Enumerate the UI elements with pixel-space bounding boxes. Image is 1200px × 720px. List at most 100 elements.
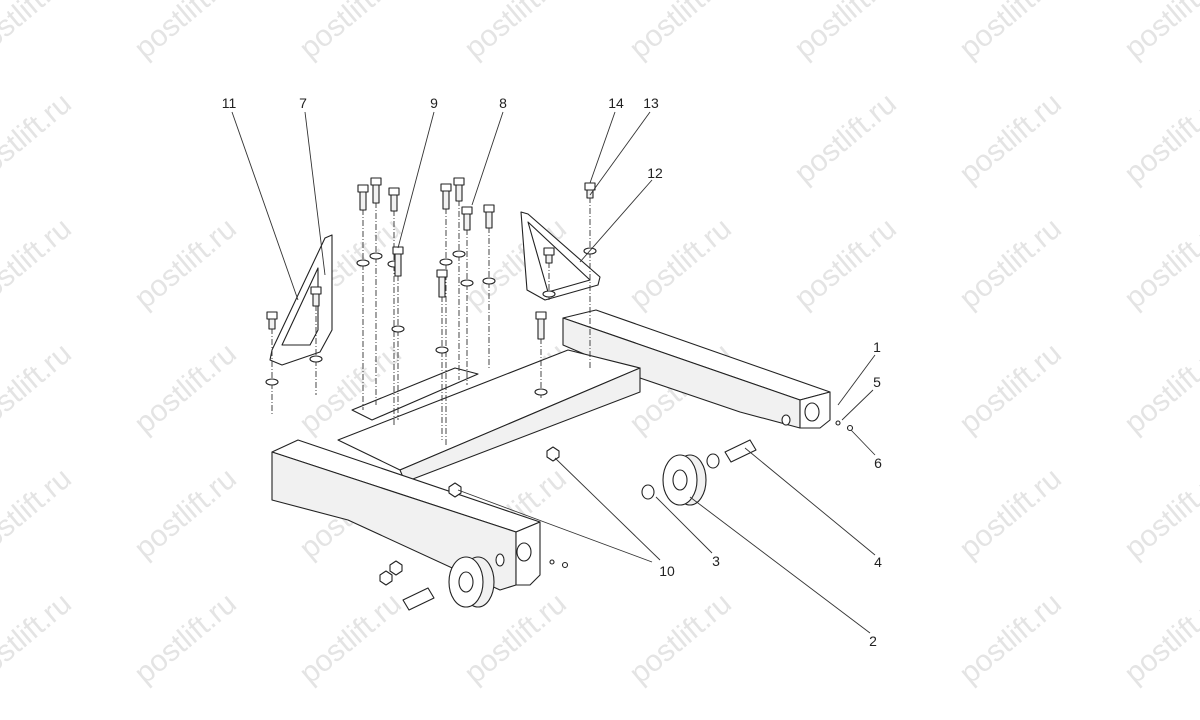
bushing-right (706, 453, 720, 469)
watermark-text: postlift.ru (788, 212, 902, 316)
bolt-shank (394, 253, 402, 277)
bolt-head-icon (453, 177, 465, 186)
callout-13: 13 (643, 95, 659, 111)
watermark-text: postlift.ru (128, 337, 242, 441)
bolt-head-icon (388, 187, 400, 196)
nut-left (561, 561, 569, 569)
nut-6 (846, 424, 854, 432)
watermark-text: postlift.ru (458, 0, 572, 65)
bolt-head-icon (357, 184, 369, 193)
bolt-head-icon (370, 177, 382, 186)
bolt-shank (268, 318, 276, 330)
watermark-text: postlift.ru (1118, 587, 1200, 691)
bolt-shank (545, 254, 553, 264)
bolt-head-icon (535, 311, 547, 320)
frame-assembly (271, 309, 831, 591)
washer (309, 355, 323, 363)
bolt-head-icon (310, 286, 322, 295)
nut-left-a (379, 570, 393, 586)
bolt-head-icon (461, 206, 473, 215)
bolt-head-icon (392, 246, 404, 255)
pin-left (549, 559, 555, 565)
axle-4 (724, 439, 757, 463)
watermark-text: postlift.ru (0, 0, 78, 65)
washer (482, 277, 496, 285)
bolt-shank (455, 184, 463, 202)
watermark-text: postlift.ru (953, 337, 1067, 441)
watermark-text: postlift.ru (623, 0, 737, 65)
callout-9: 9 (430, 95, 438, 111)
bolt-shank (463, 213, 471, 231)
callouts: 11 7 9 8 14 13 12 1 5 6 4 3 10 2 (222, 95, 882, 649)
bolt-head-icon (483, 204, 495, 213)
watermark-text: postlift.ru (953, 212, 1067, 316)
bolt-shank (312, 293, 320, 307)
bracket-right-cutout (527, 221, 591, 293)
callout-14: 14 (608, 95, 624, 111)
bolt-shank (442, 190, 450, 210)
nut-10b (448, 482, 462, 498)
watermark-text: postlift.ru (953, 87, 1067, 191)
brackets (269, 211, 601, 366)
bolt-shank (485, 211, 493, 229)
watermark-text: postlift.ru (293, 0, 407, 65)
watermark-text: postlift.ru (1118, 212, 1200, 316)
washer (369, 252, 383, 260)
bolt-head-icon (584, 182, 596, 191)
right-arm-hole (781, 414, 791, 426)
watermark-text: postlift.ru (0, 587, 78, 691)
watermark-text: postlift.ru (1118, 0, 1200, 65)
left-arm-hole (495, 553, 505, 567)
washer (534, 388, 548, 396)
watermark-text: postlift.ru (128, 212, 242, 316)
watermark-text: postlift.ru (128, 462, 242, 566)
callout-7: 7 (299, 95, 307, 111)
watermark-text: postlift.ru (0, 337, 78, 441)
pin-5 (835, 420, 841, 426)
bushing-3 (641, 484, 655, 500)
watermark-text: postlift.ru (0, 462, 78, 566)
watermark-text: postlift.ru (0, 87, 78, 191)
callout-8: 8 (499, 95, 507, 111)
wheels (379, 420, 854, 611)
callout-4: 4 (874, 554, 882, 570)
watermark-text: postlift.ru (1118, 462, 1200, 566)
watermark-text: postlift.ru (293, 587, 407, 691)
callout-1: 1 (873, 339, 881, 355)
leader-lines (231, 111, 876, 634)
fasteners (265, 177, 597, 445)
watermark-text: postlift.ru (953, 462, 1067, 566)
bolt-shank (359, 191, 367, 211)
callout-2: 2 (869, 633, 877, 649)
watermark-text: postlift.ru (1118, 87, 1200, 191)
washer (452, 250, 466, 258)
watermark-text: postlift.ru (128, 0, 242, 65)
nut-left-b (389, 560, 403, 576)
watermark-text: postlift.ru (953, 587, 1067, 691)
bolt-head-icon (436, 269, 448, 278)
bolt-head-icon (543, 247, 555, 256)
washer (435, 346, 449, 354)
bolt-head-icon (266, 311, 278, 320)
watermark-text: postlift.ru (623, 587, 737, 691)
bolt-shank (586, 189, 594, 199)
watermark-text: postlift.ru (1118, 337, 1200, 441)
callout-10: 10 (659, 563, 675, 579)
callout-6: 6 (874, 455, 882, 471)
watermark-text: postlift.ru (0, 212, 78, 316)
left-arm-bushing (516, 542, 532, 562)
watermark-text: postlift.ru (788, 87, 902, 191)
right-arm-bushing (804, 402, 820, 422)
wheel-left-hub (458, 571, 474, 593)
callout-11: 11 (222, 95, 237, 111)
washer (391, 325, 405, 333)
watermark-text: postlift.ru (953, 0, 1067, 65)
bracket-left-cutout (281, 267, 319, 346)
washer (542, 290, 556, 298)
callout-3: 3 (712, 553, 720, 569)
nut-10a (546, 446, 560, 462)
callout-5: 5 (873, 374, 881, 390)
watermark-text: postlift.ru (623, 212, 737, 316)
bolt-shank (438, 276, 446, 298)
